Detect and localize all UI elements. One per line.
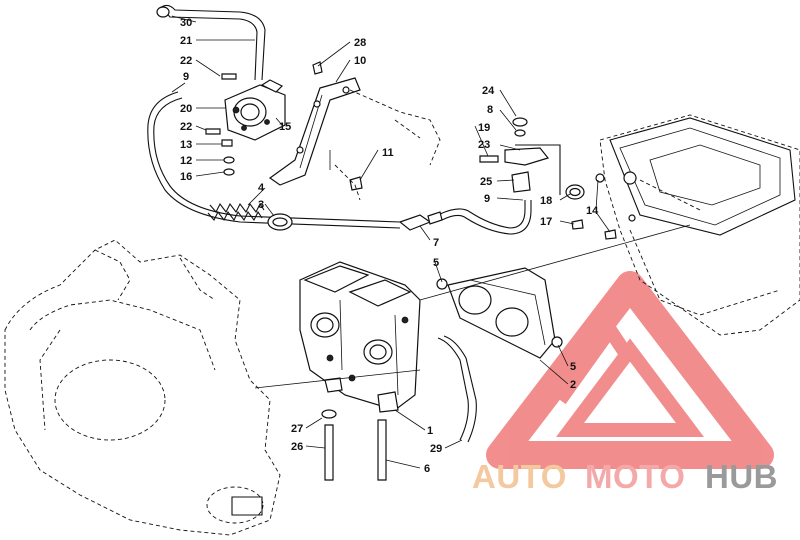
callout-9: 9 (183, 71, 189, 83)
callout-6: 6 (424, 463, 430, 475)
spring (207, 202, 265, 222)
callout-12: 12 (180, 155, 192, 167)
callout-11: 11 (382, 147, 394, 159)
callout-4: 4 (258, 182, 265, 194)
callout-labels: 30 21 22 9 20 22 13 12 16 15 28 10 11 4 … (180, 17, 599, 475)
callout-21: 21 (180, 35, 192, 47)
mounting-bracket (268, 61, 441, 201)
callout-18: 18 (540, 195, 552, 207)
stud-right (377, 419, 387, 481)
callout-20: 20 (180, 103, 192, 115)
callout-26: 26 (291, 441, 303, 453)
watermark-text: AUTO MOTO HUB (472, 458, 778, 495)
callout-8: 8 (487, 104, 493, 116)
callout-28: 28 (354, 37, 366, 49)
callout-2: 2 (570, 379, 576, 391)
fuel-hose-right (439, 200, 532, 235)
fuel-hose-left (147, 91, 401, 229)
intake-adapter (436, 267, 563, 359)
callout-25: 25 (480, 176, 492, 188)
hose-clamp (267, 213, 293, 231)
drain-hose (437, 335, 477, 443)
fuel-filter (398, 211, 443, 231)
callout-27: 27 (291, 423, 303, 435)
watermark-text-auto: AUTO (472, 458, 567, 495)
callout-22: 22 (180, 55, 192, 67)
leader-lines (171, 15, 611, 469)
carburetor-assembly (299, 261, 421, 413)
vent-hose (156, 4, 266, 81)
callout-1: 1 (427, 425, 433, 437)
callout-7: 7 (433, 237, 439, 249)
callout-5: 5 (570, 361, 576, 373)
callout-15: 15 (279, 121, 291, 133)
callout-9: 9 (484, 193, 490, 205)
callout-10: 10 (354, 55, 366, 67)
callout-24: 24 (482, 85, 495, 97)
callout-3: 3 (258, 199, 264, 211)
callout-14: 14 (586, 205, 599, 217)
callout-13: 13 (180, 139, 192, 151)
callout-23: 23 (478, 139, 490, 151)
callout-22: 22 (180, 121, 192, 133)
watermark-text-moto: MOTO (585, 458, 685, 495)
callout-19: 19 (478, 122, 490, 134)
oil-pump-assembly (205, 73, 286, 176)
watermark-logo (486, 271, 774, 469)
watermark-text-hub: HUB (705, 458, 778, 495)
engine-block (4, 239, 281, 536)
valve-assembly (479, 117, 617, 240)
axis-lines (254, 150, 691, 389)
stud-left (321, 409, 337, 481)
callout-17: 17 (540, 216, 552, 228)
callout-5: 5 (433, 257, 439, 269)
callout-29: 29 (430, 443, 442, 455)
callout-16: 16 (180, 171, 192, 183)
callout-30: 30 (180, 17, 192, 29)
